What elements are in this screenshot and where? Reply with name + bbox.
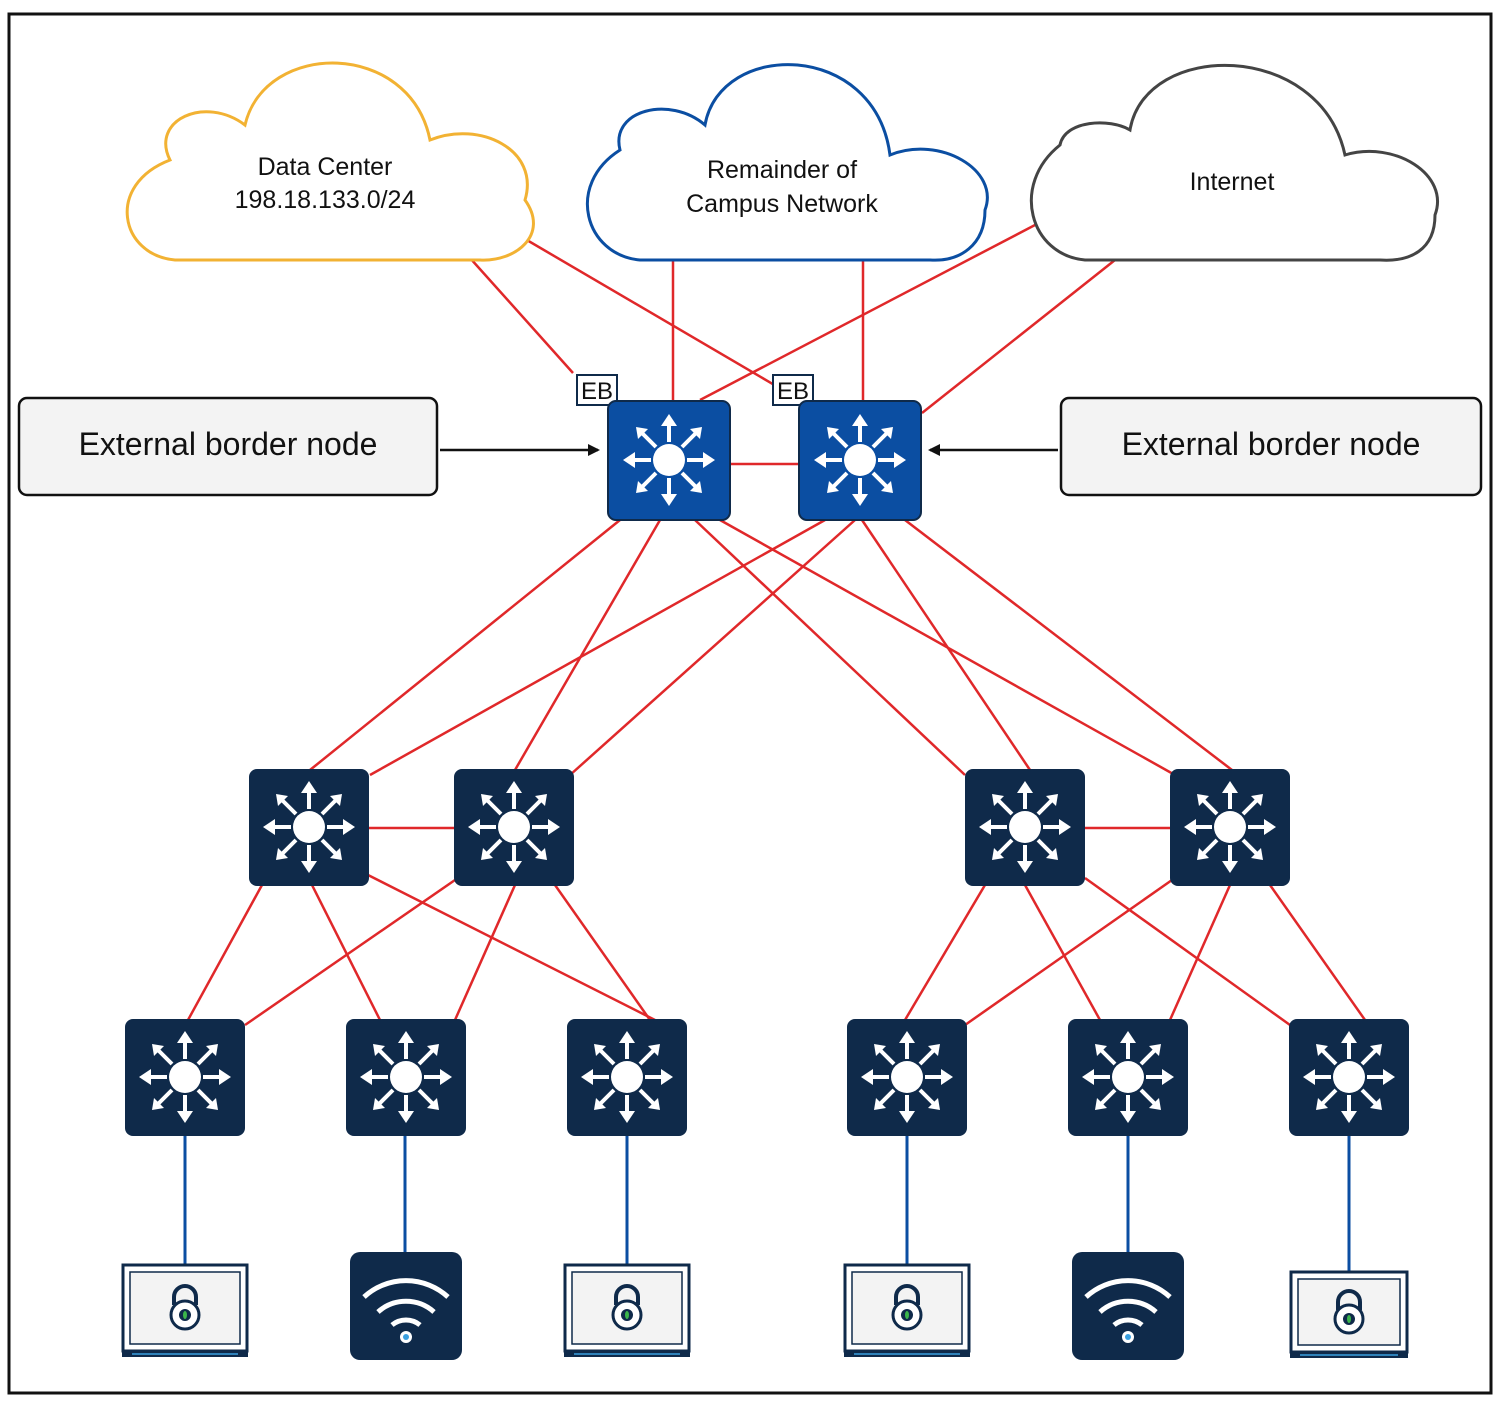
cloud-campus: Remainder of Campus Network: [585, 63, 989, 262]
link-d3-a4: [903, 884, 987, 1021]
layer3-switch-icon: [859, 1029, 955, 1125]
callout-right-label: External border node: [1122, 426, 1421, 462]
eb-badge-left-label: EB: [581, 378, 613, 405]
access-switch-3: [567, 1019, 687, 1136]
callout-left-label: External border node: [79, 426, 378, 462]
link-dc-border-left: [469, 257, 574, 374]
layer3-switch-icon: [358, 1029, 454, 1125]
access-switch-5: [1068, 1019, 1188, 1136]
link-d2-a2: [453, 884, 517, 1021]
access-switch-4: [847, 1019, 967, 1136]
link-d2-a1: [244, 878, 456, 1027]
layer3-switch-icon: [466, 779, 562, 875]
link-borderL-d3: [694, 519, 966, 776]
access-links-layer: [183, 1135, 1351, 1272]
eb-badge-right-label: EB: [777, 378, 809, 405]
access-switch-6: [1289, 1019, 1409, 1136]
cloud-campus-line1: Remainder of: [707, 156, 857, 184]
layer3-switch-icon: [1182, 779, 1278, 875]
link-internet-border-right: [921, 259, 1116, 414]
secure-laptop-icon: [563, 1263, 691, 1357]
eb-badge-left: EB: [576, 374, 618, 406]
callout-left: External border node: [17, 396, 600, 497]
link-d4-a5: [1168, 884, 1232, 1021]
border-switch-left: [607, 400, 731, 521]
link-d3-a5: [1023, 884, 1102, 1021]
wireless-access-point-icon: [350, 1252, 462, 1360]
link-d2-a3: [553, 884, 652, 1021]
distribution-switch-1: [249, 769, 369, 886]
link-borderL-d1: [309, 519, 621, 771]
cloud-internet: Internet: [1030, 63, 1439, 262]
secure-laptop-icon: [843, 1263, 971, 1357]
link-d1-a3: [367, 873, 656, 1022]
link-d1-a2: [310, 884, 382, 1021]
layer3-switch-icon: [1080, 1029, 1176, 1125]
link-d4-a6: [1268, 884, 1367, 1021]
eb-badge-right: EB: [772, 374, 814, 406]
layer3-switch-icon: [137, 1029, 233, 1125]
access-switch-1: [125, 1019, 245, 1136]
link-d3-a6: [1084, 876, 1291, 1027]
layer3-switch-icon: [977, 779, 1073, 875]
secure-laptop-icon: [1289, 1270, 1409, 1358]
layer3-switch-icon: [1301, 1029, 1397, 1125]
link-borderR-d2: [569, 519, 856, 776]
links-layer: [186, 223, 1367, 1027]
cloud-internet-line1: Internet: [1190, 168, 1275, 196]
link-internet-border-left: [699, 223, 1036, 402]
distribution-switch-3: [965, 769, 1085, 886]
layer3-switch-icon: [621, 412, 717, 508]
distribution-switch-2: [454, 769, 574, 886]
wireless-access-point-icon: [1072, 1252, 1184, 1360]
callout-right: External border node: [928, 396, 1483, 497]
diagram-frame: [7, 12, 1493, 1395]
layer3-switch-icon: [812, 412, 908, 508]
cloud-campus-line2: Campus Network: [686, 190, 878, 218]
link-borderL-d2: [513, 519, 662, 771]
distribution-switch-4: [1170, 769, 1290, 886]
secure-laptop-icon: [121, 1263, 249, 1357]
link-d1-a1: [186, 884, 264, 1021]
link-borderR-d4: [904, 519, 1233, 771]
access-switch-2: [346, 1019, 466, 1136]
cloud-data-center-line2: 198.18.133.0/24: [235, 186, 416, 214]
border-switch-right: [798, 400, 922, 521]
cloud-data-center: Data Center 198.18.133.0/24: [125, 61, 535, 262]
link-d4-a4: [964, 878, 1173, 1027]
link-borderR-d1: [369, 518, 826, 777]
link-borderR-d3: [860, 519, 1032, 771]
cloud-data-center-line1: Data Center: [258, 153, 393, 181]
layer3-switch-icon: [261, 779, 357, 875]
layer3-switch-icon: [579, 1029, 675, 1125]
